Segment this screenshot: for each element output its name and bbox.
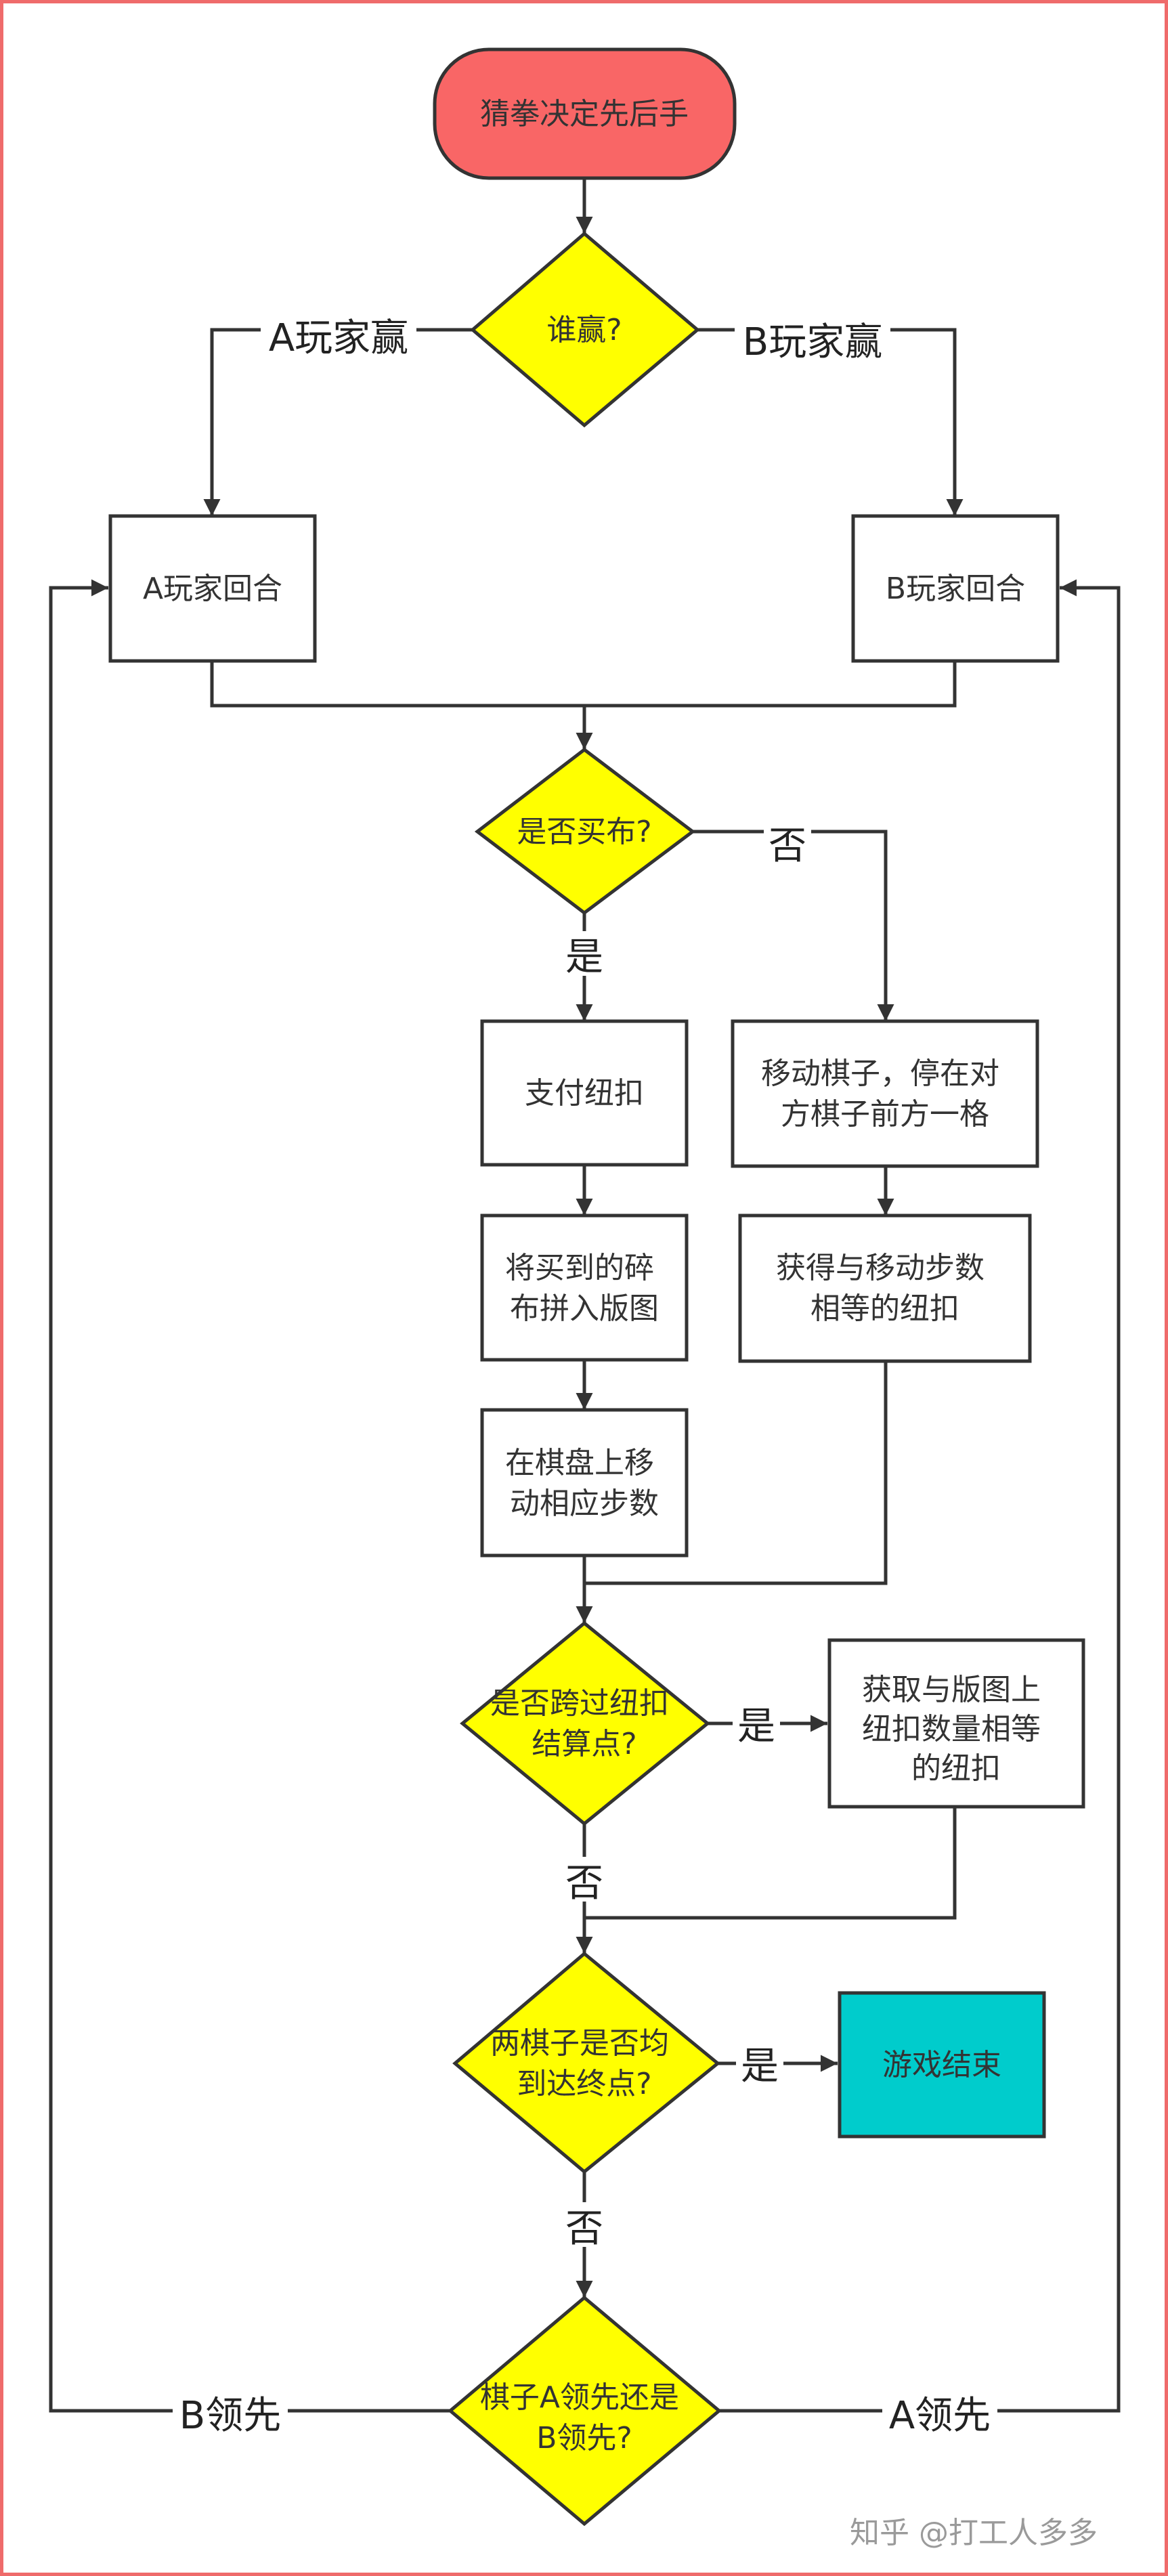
edge-get-buttons-board-merge (584, 1807, 957, 1920)
edge-label-finished-yes: 是 (741, 2044, 779, 2088)
get-buttons-board-box (827, 1638, 1085, 1809)
game-over-label: 游戏结束 (882, 2048, 1001, 2082)
edge-b-turn-merge (584, 661, 957, 708)
who-wins-label-line: 谁赢? (546, 313, 622, 347)
both-finished-label-line-2: 到达终点? (517, 2067, 651, 2101)
buy-cloth-label-line: 是否买布? (517, 815, 651, 849)
edge-b-leads-loop (49, 579, 450, 2413)
pay-buttons-box (480, 1019, 689, 1167)
edge-label-b-leads: B领先 (179, 2394, 281, 2438)
both-finished-label-line-1: 两棋子是否均 (490, 2026, 669, 2061)
get-buttons-steps-label-line-1: 获得与移动步数 (776, 1251, 985, 1285)
who-leads-label-line-1: 棋子A领先还是 (480, 2380, 679, 2415)
pay-buttons-label: 支付纽扣 (525, 1076, 644, 1111)
edge-label-cross-no: 否 (565, 1862, 603, 1906)
move-piece-label: 移动棋子，停在对 方棋子前方一格 (761, 1056, 1009, 1132)
piece-cloth-label-line-2: 布拼入版图 (510, 1291, 659, 1326)
edge-a-turn-merge (210, 661, 584, 708)
who-leads-decision (448, 2295, 722, 2527)
who-wins-decision (470, 231, 700, 428)
edge-label-buy-yes: 是 (565, 935, 603, 979)
pay-buttons-label-line: 支付纽扣 (525, 1076, 644, 1111)
who-leads-label-line-2: B领先? (536, 2421, 632, 2455)
game-over-label-line: 游戏结束 (882, 2048, 1001, 2082)
move-steps-label-line-2: 动相应步数 (510, 1486, 659, 1521)
who-leads-label: 棋子A领先还是 B领先? (480, 2380, 689, 2455)
edge-get-buttons-merge (584, 1361, 888, 1585)
get-buttons-board-label: 获取与版图上 纽扣数量相等 的纽扣 (862, 1673, 1050, 1786)
buy-cloth-label: 是否买布? (517, 815, 651, 849)
cross-checkpoint-label: 是否跨过纽扣 结算点? (490, 1686, 678, 1761)
b-turn-box (851, 514, 1060, 663)
edge-label-buy-no: 否 (769, 824, 806, 868)
buy-cloth-decision (474, 747, 696, 916)
get-buttons-board-label-line-3: 的纽扣 (911, 1751, 1001, 1786)
who-wins-label: 谁赢? (546, 313, 622, 347)
a-turn-box (108, 514, 317, 663)
a-turn-label: A玩家回合 (143, 572, 282, 606)
both-finished-label: 两棋子是否均 到达终点? (490, 2026, 678, 2101)
edge-buy-cloth-no (693, 830, 894, 1021)
get-buttons-steps-box (738, 1214, 1032, 1363)
start-label: 猜拳决定先后手 (480, 97, 689, 131)
move-piece-label-line-1: 移动棋子，停在对 (761, 1056, 999, 1091)
piece-cloth-label: 将买到的碎 布拼入版图 (505, 1251, 664, 1326)
edge-label-finished-no: 否 (565, 2207, 603, 2251)
move-piece-box (731, 1019, 1039, 1168)
b-turn-label: B玩家回合 (886, 572, 1025, 606)
move-steps-label-line-1: 在棋盘上移 (505, 1446, 654, 1480)
get-buttons-board-label-line-1: 获取与版图上 (862, 1673, 1041, 1707)
b-turn-label-line: B玩家回合 (886, 572, 1025, 606)
edge-label-a-leads: A领先 (889, 2394, 991, 2438)
cross-checkpoint-decision (460, 1620, 710, 1826)
get-buttons-steps-label: 获得与移动步数 相等的纽扣 (776, 1251, 994, 1326)
cross-checkpoint-label-line-1: 是否跨过纽扣 (490, 1686, 669, 1721)
edge-label-cross-yes: 是 (737, 1704, 775, 1748)
move-steps-box (480, 1408, 689, 1558)
game-over-box (838, 1991, 1046, 2139)
start-label-line: 猜拳决定先后手 (480, 97, 689, 131)
start-node (433, 47, 737, 180)
watermark-text: 知乎 @打工人多多 (850, 2516, 1098, 2550)
move-steps-label: 在棋盘上移 动相应步数 (505, 1446, 664, 1521)
piece-cloth-label-line-1: 将买到的碎 (505, 1251, 654, 1285)
get-buttons-steps-label-line-2: 相等的纽扣 (810, 1291, 959, 1326)
get-buttons-board-label-line-2: 纽扣数量相等 (862, 1712, 1041, 1746)
a-turn-label-line: A玩家回合 (143, 572, 282, 606)
cross-checkpoint-label-line-2: 结算点? (532, 1727, 636, 1761)
both-finished-decision (452, 1951, 720, 2174)
move-piece-label-line-2: 方棋子前方一格 (781, 1097, 989, 1132)
edge-label-a-wins: A玩家赢 (269, 316, 408, 360)
piece-cloth-box (480, 1214, 689, 1362)
edge-label-b-wins: B玩家赢 (743, 320, 882, 364)
